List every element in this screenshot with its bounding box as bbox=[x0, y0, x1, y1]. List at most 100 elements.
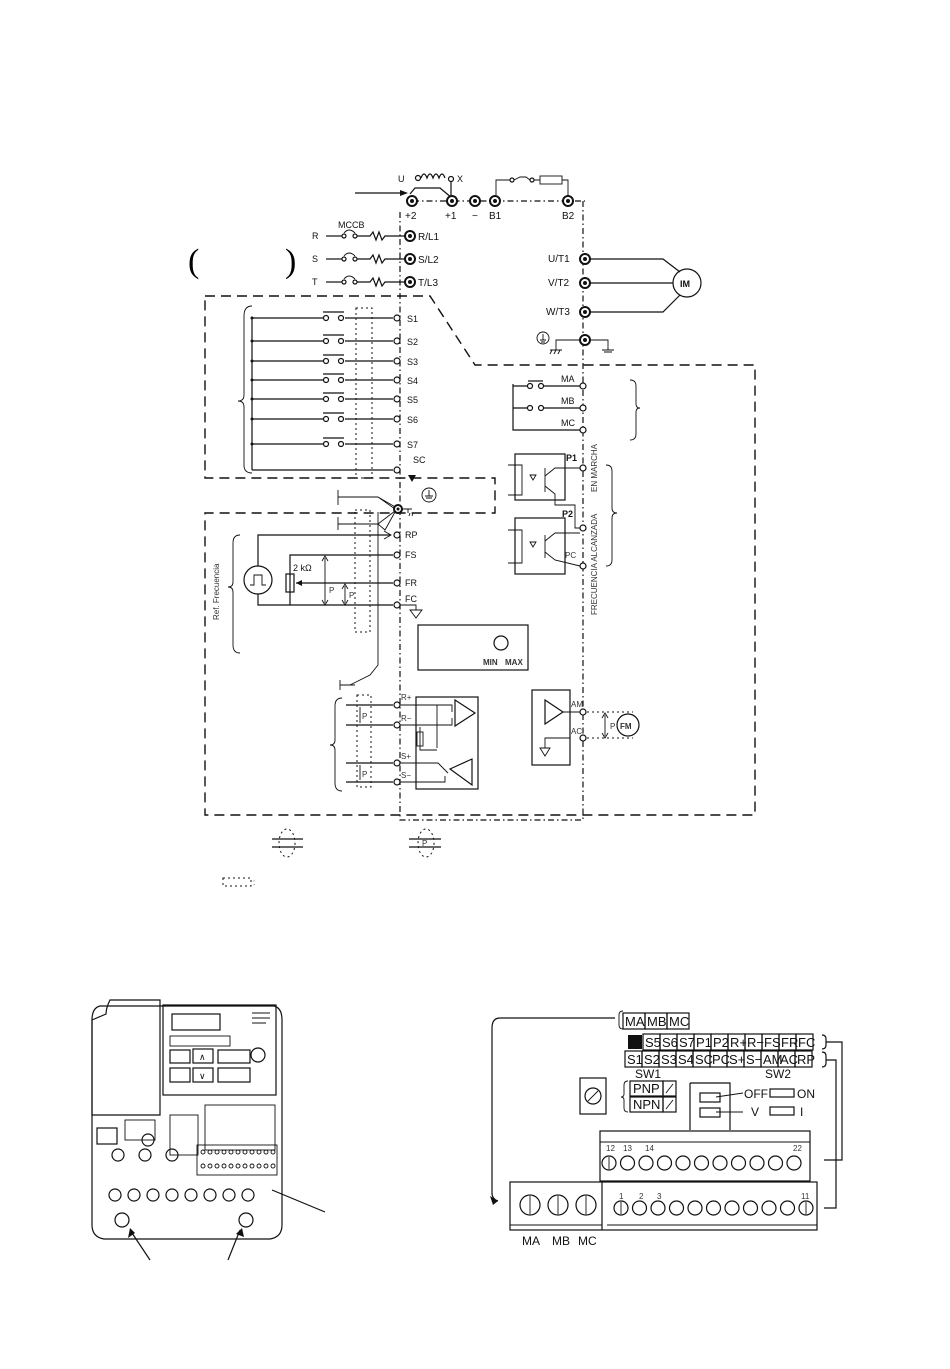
terminal-label-rp: RP bbox=[405, 530, 418, 540]
sw2-on-label: ON bbox=[797, 1087, 815, 1101]
terminal-label-r-plus: R+ bbox=[401, 693, 412, 702]
shield-ground bbox=[337, 487, 437, 531]
top-cell-fc bbox=[795, 1033, 814, 1051]
digital-operator-panel bbox=[162, 1004, 277, 1096]
callout-arrow bbox=[129, 1229, 151, 1261]
terminal-s7 bbox=[393, 440, 401, 448]
relay-label-mb: MB bbox=[552, 1234, 570, 1248]
terminal-cell-label: P2 bbox=[713, 1035, 729, 1050]
terminal-screw-icon bbox=[165, 1188, 179, 1202]
terminal-label-sc: SC bbox=[413, 455, 426, 465]
dc-bus-section: U X +2 +1 − B1 B2 bbox=[355, 173, 585, 222]
phase-label-t: T bbox=[312, 277, 318, 287]
serial-section: P P R+ R− S+ S− bbox=[329, 693, 479, 792]
terminal-label-wt3: W/T3 bbox=[546, 307, 570, 318]
adjust-screw-icon bbox=[584, 1087, 602, 1105]
terminal-cell-label: S3 bbox=[661, 1052, 677, 1067]
reactor-label-u: U bbox=[398, 174, 405, 184]
control-boundary bbox=[204, 295, 756, 816]
terminal-cell-label: FS bbox=[764, 1035, 781, 1050]
terminal-screw-icon bbox=[687, 1200, 703, 1216]
terminal-number-11: 11 bbox=[801, 1192, 810, 1201]
terminal-screw-icon bbox=[575, 1194, 597, 1216]
sw2-dip-2[interactable] bbox=[699, 1107, 721, 1118]
pot-min-label: MIN bbox=[483, 658, 498, 667]
relay-brace bbox=[629, 379, 641, 441]
terminal-screw-icon bbox=[222, 1188, 236, 1202]
terminal-s2 bbox=[393, 337, 401, 345]
right-paren: ) bbox=[285, 243, 296, 280]
mount-screw-icon bbox=[238, 1212, 254, 1228]
terminal-screw-icon bbox=[547, 1194, 569, 1216]
terminal-cell-label: AC bbox=[780, 1052, 798, 1067]
builtin-pot-box: MIN MAX bbox=[417, 624, 529, 671]
terminal-screw-icon bbox=[650, 1200, 666, 1216]
terminal-cell-label: S4 bbox=[678, 1052, 694, 1067]
terminal-screw-icon bbox=[146, 1188, 160, 1202]
terminal-cell-label: S+ bbox=[729, 1052, 745, 1067]
analog-inputs-section: Ref. Frecuencia 2 kΩ P P RP FS FR FC bbox=[212, 509, 423, 690]
terminal-cell-label: MA bbox=[625, 1014, 645, 1029]
terminal-screw-icon bbox=[712, 1155, 728, 1171]
potentiometer-knob-icon bbox=[493, 635, 509, 651]
terminal-label-vt2: V/T2 bbox=[548, 278, 570, 289]
sw2-v-label: V bbox=[751, 1105, 759, 1119]
label-minus: − bbox=[472, 211, 478, 222]
terminal-label-fr: FR bbox=[405, 578, 417, 588]
phase-label-r: R bbox=[312, 231, 319, 241]
terminal-screw-icon bbox=[693, 1155, 710, 1171]
opto-brace bbox=[605, 464, 618, 567]
receiver-amp-icon bbox=[454, 698, 477, 728]
terminal-screw-icon bbox=[786, 1155, 802, 1171]
output-amp-icon bbox=[544, 698, 565, 726]
stop-key-icon bbox=[217, 1067, 251, 1083]
label-b1: B1 bbox=[489, 211, 502, 222]
terminal-screw-icon bbox=[613, 1200, 629, 1216]
terminal-screw-icon bbox=[108, 1188, 122, 1202]
frequency-meter-icon bbox=[616, 713, 640, 737]
terminal-screw-icon bbox=[631, 1200, 648, 1216]
optocoupler-1-icon bbox=[514, 453, 566, 501]
motor-output-section: U/T1 V/T2 W/T3 IM bbox=[536, 253, 702, 355]
sw1-label: SW1 bbox=[635, 1067, 661, 1081]
terminal-label-rl1: R/L1 bbox=[418, 232, 440, 243]
shielded-cable-legend-icon bbox=[278, 828, 296, 858]
terminal-screw-icon bbox=[798, 1200, 814, 1216]
terminal-screw-icon bbox=[724, 1200, 740, 1216]
inputs-brace bbox=[237, 305, 253, 474]
sw2-dip-1[interactable] bbox=[699, 1092, 721, 1103]
terminal-screw-icon bbox=[656, 1155, 673, 1171]
note-frecuencia-alcanzada: FRECUENCIA ALCANZADA bbox=[590, 513, 599, 615]
terminal-cell-label: S2 bbox=[644, 1052, 660, 1067]
terminal-screw-icon bbox=[619, 1155, 636, 1171]
down-key-icon bbox=[192, 1067, 214, 1083]
terminal-label-s2: S2 bbox=[407, 337, 418, 347]
terminal-screw-icon bbox=[111, 1148, 125, 1162]
terminal-cell-label: S7 bbox=[679, 1035, 695, 1050]
sw1-pnp-label: PNP bbox=[633, 1081, 660, 1096]
label-plus1: +1 bbox=[445, 211, 457, 222]
terminal-label-ma: MA bbox=[561, 374, 575, 384]
terminal-s5 bbox=[393, 395, 401, 403]
relay-label-ma: MA bbox=[522, 1234, 540, 1248]
pair-label: P bbox=[362, 712, 367, 721]
terminal-screw-icon bbox=[730, 1155, 747, 1171]
run-key-icon bbox=[217, 1049, 251, 1064]
terminal-cell-label: FC bbox=[798, 1035, 815, 1050]
connector-icon bbox=[96, 1127, 118, 1145]
terminal-s3 bbox=[393, 357, 401, 365]
mount-screw-icon bbox=[114, 1212, 130, 1228]
pair-label: P bbox=[610, 722, 615, 731]
terminal-label-r-minus: R− bbox=[401, 714, 412, 723]
terminal-label-s6: S6 bbox=[407, 415, 418, 425]
up-key-icon bbox=[192, 1048, 214, 1064]
terminal-screw-icon bbox=[601, 1155, 617, 1171]
terminal-label-s-minus: S− bbox=[401, 771, 411, 780]
terminal-cell-label: RP bbox=[797, 1052, 815, 1067]
terminal-cell-label: R− bbox=[747, 1035, 764, 1050]
driver-amp-icon bbox=[448, 758, 473, 787]
terminal-label-sl2: S/L2 bbox=[418, 255, 439, 266]
bottom-cell-rp bbox=[794, 1050, 813, 1068]
pot-max-label: MAX bbox=[505, 658, 523, 667]
